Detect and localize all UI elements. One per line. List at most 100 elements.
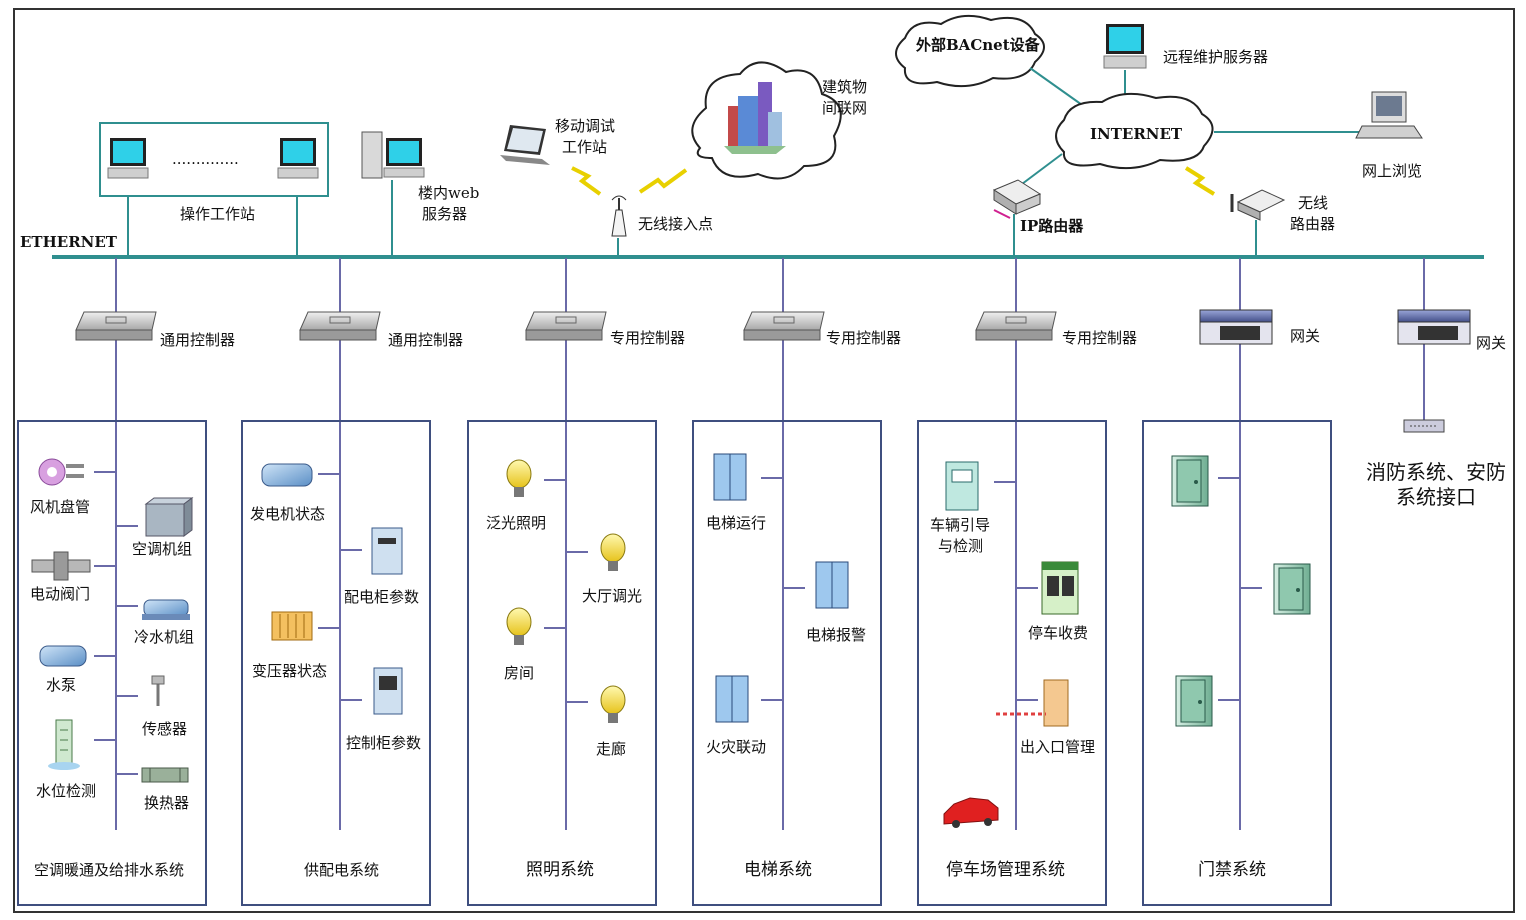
elevator-icon[interactable] <box>713 453 747 501</box>
ip-router-label: IP路由器 <box>1020 217 1084 235</box>
system-title: 供配电系统 <box>304 861 379 879</box>
building-icon <box>724 82 786 154</box>
device-label: 水位检测 <box>36 782 96 800</box>
wireless-router-label-1: 无线 <box>1298 194 1328 212</box>
gateway-label: 网关 <box>1476 334 1506 352</box>
gateway-icon[interactable] <box>1397 309 1471 345</box>
mobile-station-label-1: 移动调试 <box>555 117 615 135</box>
web-server-icon[interactable] <box>361 131 425 179</box>
bulb-icon[interactable] <box>600 685 626 723</box>
device-label: 水泵 <box>46 676 76 694</box>
system-title: 系统接口 <box>1396 485 1476 509</box>
gateway-icon[interactable] <box>1199 309 1273 345</box>
device-label: 空调机组 <box>132 540 192 558</box>
hvac-system: 风机盘管 空调机组 电动阀门 冷水机组 水泵 传感器 <box>30 458 194 879</box>
elevator-icon[interactable] <box>815 561 849 609</box>
operator-stations-label: 操作工作站 <box>180 205 255 223</box>
ip-router-icon[interactable] <box>992 179 1042 219</box>
interface-module-icon[interactable] <box>1403 419 1445 433</box>
vehicle-guide-icon[interactable] <box>945 461 979 511</box>
door-icon[interactable] <box>1273 563 1311 615</box>
mobile-station-label-2: 工作站 <box>562 138 607 156</box>
workstation-icon[interactable] <box>107 138 149 179</box>
device-label: 大厅调光 <box>582 587 642 605</box>
web-server-label-1: 楼内web <box>418 184 479 202</box>
device-label: 配电柜参数 <box>344 588 419 606</box>
controller-icon[interactable] <box>743 311 825 341</box>
gateway-label: 网关 <box>1290 327 1320 345</box>
door-icon[interactable] <box>1171 455 1209 507</box>
remote-server-icon[interactable] <box>1103 24 1147 69</box>
lighting-system: 泛光照明 大厅调光 房间 走廊 照明系统 <box>486 459 642 880</box>
bulb-icon[interactable] <box>600 533 626 571</box>
switch-cabinet-icon[interactable] <box>371 527 403 575</box>
device-label: 变压器状态 <box>252 662 327 680</box>
heat-exchanger-icon[interactable] <box>141 767 189 783</box>
bulb-icon[interactable] <box>506 459 532 497</box>
wireless-router-icon[interactable] <box>1230 189 1286 221</box>
system-title: 消防系统、安防 <box>1366 460 1506 484</box>
device-label: 车辆引导 <box>930 516 990 534</box>
fan-coil-icon[interactable] <box>38 458 84 486</box>
device-label: 走廊 <box>596 740 626 758</box>
pump-icon[interactable] <box>39 645 87 667</box>
wireless-link-icon <box>1184 166 1216 196</box>
drop-lines <box>115 258 1425 830</box>
device-label: 换热器 <box>144 794 189 812</box>
controller-row: 通用控制器 通用控制器 专用控制器 专用控制器 专用控制器 <box>75 309 1506 352</box>
controller-icon[interactable] <box>75 311 157 341</box>
remote-server-label: 远程维护服务器 <box>1163 48 1268 66</box>
outer-frame <box>13 8 1515 913</box>
system-title: 门禁系统 <box>1198 860 1266 880</box>
top-network: .............. 操作工作站 楼内web 服务器 移动调试 工作站 <box>99 14 1423 256</box>
operator-station-box <box>99 122 329 197</box>
internet-cloud <box>1055 92 1214 170</box>
controller-icon[interactable] <box>299 311 381 341</box>
bacnet-cloud <box>895 14 1045 88</box>
device-label: 停车收费 <box>1028 624 1088 642</box>
subsystem-boxes <box>17 420 1332 906</box>
transformer-icon[interactable] <box>271 611 313 641</box>
controller-label: 专用控制器 <box>610 329 685 347</box>
ahu-icon[interactable] <box>144 497 194 537</box>
chiller-icon[interactable] <box>142 599 190 620</box>
wireless-link-icon <box>638 168 688 194</box>
toll-booth-icon[interactable] <box>1041 561 1079 615</box>
controller-icon[interactable] <box>525 311 607 341</box>
device-label: 控制柜参数 <box>346 734 421 752</box>
elevator-system: 电梯运行 电梯报警 火灾联动 电梯系统 <box>706 453 866 880</box>
laptop-icon[interactable] <box>500 125 550 165</box>
gate-icon[interactable] <box>996 679 1069 727</box>
elevator-icon[interactable] <box>715 675 749 723</box>
building-network-label-1: 建筑物 <box>822 78 867 96</box>
car-icon <box>943 797 999 828</box>
external-bacnet-label: 外部BACnet设备 <box>915 36 1041 54</box>
wireless-ap-label: 无线接入点 <box>638 215 713 233</box>
water-level-icon[interactable] <box>48 719 80 770</box>
controller-label: 通用控制器 <box>388 331 463 349</box>
door-icon[interactable] <box>1175 675 1213 727</box>
operator-dots: .............. <box>172 150 239 168</box>
access-system: 门禁系统 <box>1171 455 1311 880</box>
generator-icon[interactable] <box>261 463 313 487</box>
system-title: 照明系统 <box>526 860 594 880</box>
controller-icon[interactable] <box>975 311 1057 341</box>
valve-icon[interactable] <box>31 551 91 581</box>
wireless-router-label-2: 路由器 <box>1290 215 1335 233</box>
device-label: 房间 <box>504 664 534 682</box>
building-network-label-2: 间联网 <box>822 99 867 117</box>
controller-label: 专用控制器 <box>1062 329 1137 347</box>
sensor-icon[interactable] <box>151 675 165 706</box>
bulb-icon[interactable] <box>506 607 532 645</box>
device-label: 泛光照明 <box>486 514 546 532</box>
system-title: 空调暖通及给排水系统 <box>34 861 184 879</box>
parking-system: 车辆引导 与检测 停车收费 出入口管理 停车场管理系统 <box>930 461 1095 880</box>
wireless-ap-icon[interactable] <box>611 195 627 237</box>
device-label: 传感器 <box>142 720 187 738</box>
device-label: 电梯运行 <box>706 514 766 532</box>
web-browse-pc-icon[interactable] <box>1355 91 1423 139</box>
workstation-icon[interactable] <box>277 138 319 179</box>
fire-security-interface: 消防系统、安防 系统接口 <box>1366 419 1506 509</box>
control-cabinet-icon[interactable] <box>373 667 403 715</box>
